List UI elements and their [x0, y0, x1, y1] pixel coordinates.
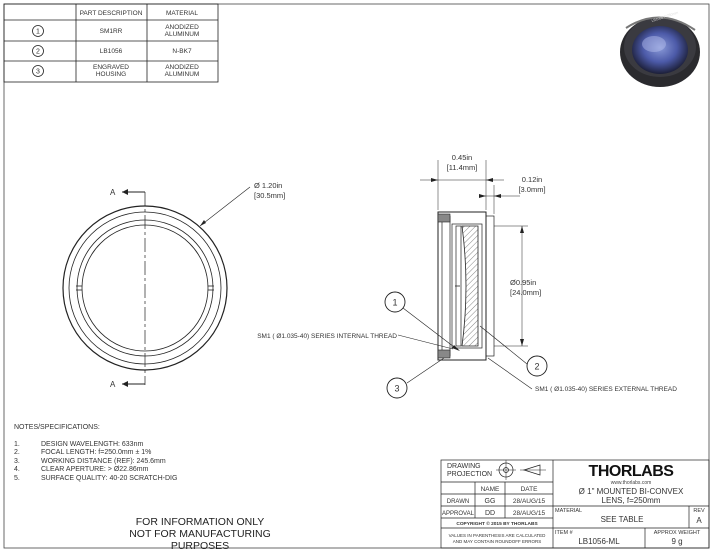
- approval-name: DD: [485, 510, 495, 517]
- drawn-name: GG: [485, 498, 496, 505]
- note-text: CLEAR APERTURE: > Ø22.86mm: [41, 466, 149, 474]
- lip-dim-mm: [3.0mm]: [518, 185, 545, 194]
- table-desc-3a: ENGRAVED: [93, 64, 129, 71]
- table-mat-3a: ANODIZED: [165, 64, 199, 71]
- drawing-projection-1: DRAWING: [447, 463, 481, 470]
- note-num: 3.: [14, 457, 20, 465]
- disclaimer: FOR INFORMATION ONLY NOT FOR MANUFACTURI…: [100, 516, 300, 552]
- disclaimer-line2: NOT FOR MANUFACTURING PURPOSES: [129, 528, 271, 552]
- table-header-material: MATERIAL: [166, 10, 198, 17]
- table-header-description: PART DESCRIPTION: [80, 10, 143, 17]
- approval-label: APPROVAL: [442, 511, 475, 517]
- name-header: NAME: [481, 486, 500, 493]
- drawn-date: 28/AUG/15: [513, 498, 546, 505]
- table-desc-2: LB1056: [100, 48, 123, 55]
- front-diameter-mm: [30.5mm]: [254, 191, 285, 200]
- note-item: 1. DESIGN WAVELENGTH: 633nm: [14, 441, 177, 450]
- note-item: 4. CLEAR APERTURE: > Ø22.86mm: [14, 466, 177, 475]
- material-value: SEE TABLE: [601, 515, 644, 524]
- item-label: ITEM #: [555, 530, 574, 536]
- disclaimer-line1: FOR INFORMATION ONLY: [135, 516, 265, 528]
- front-diameter-in: Ø 1.20in: [254, 181, 282, 190]
- table-mat-3b: ALUMINUM: [165, 71, 200, 78]
- callout-3: 3: [394, 384, 399, 394]
- table-desc-1: SM1RR: [100, 28, 123, 35]
- thorlabs-logo: THORLABS: [589, 463, 675, 480]
- external-thread-note: SM1 ( Ø1.035-40) SERIES EXTERNAL THREAD: [535, 386, 677, 393]
- note-num: 4.: [14, 466, 20, 474]
- width-dim-in: 0.45in: [452, 153, 472, 162]
- drawn-label: DRAWN: [447, 499, 469, 505]
- item-value: LB1056-ML: [578, 537, 620, 546]
- product-render-image: LB1056 f=250mm: [620, 11, 700, 87]
- date-header: DATE: [521, 486, 539, 493]
- table-item-3: 3: [36, 69, 40, 76]
- note-num: 1.: [14, 440, 20, 448]
- values-note-1: VALUES IN PARENTHESIS ARE CALCULATED: [449, 533, 547, 538]
- section-label-bottom: A: [110, 380, 116, 389]
- internal-thread-note: SM1 ( Ø1.035-40) SERIES INTERNAL THREAD: [257, 333, 397, 340]
- note-text: SURFACE QUALITY: 40-20 SCRATCH-DIG: [41, 474, 178, 482]
- section-view: [384, 160, 548, 399]
- table-mat-2: N-BK7: [172, 48, 192, 55]
- drawing-title-line2: LENS, f=250mm: [602, 496, 661, 505]
- item-2-balloon: [32, 45, 44, 57]
- parts-table: [3, 3, 219, 83]
- material-label: MATERIAL: [555, 508, 582, 514]
- thorlabs-website: www.thorlabs.com: [611, 480, 652, 486]
- aperture-dim-mm: [24.0mm]: [510, 288, 541, 297]
- lip-dim-in: 0.12in: [522, 175, 542, 184]
- note-item: 3. WORKING DISTANCE (REF): 245.6mm: [14, 458, 177, 467]
- weight-value: 9 g: [671, 537, 682, 546]
- drawing-projection-2: PROJECTION: [447, 471, 492, 478]
- table-mat-1a: ANODIZED: [165, 24, 199, 31]
- width-dim-mm: [11.4mm]: [447, 163, 478, 172]
- table-item-1: 1: [36, 29, 40, 36]
- rev-label: REV: [693, 508, 705, 514]
- weight-label: APPROX WEIGHT: [654, 530, 701, 536]
- notes-specifications: NOTES/SPECIFICATIONS: 1. DESIGN WAVELENGT…: [14, 424, 177, 484]
- copyright-notice: COPYRIGHT © 2015 BY THORLABS: [456, 520, 538, 527]
- front-view: [62, 186, 251, 387]
- aperture-dim-in: Ø0.95in: [510, 278, 536, 287]
- rev-value: A: [696, 516, 702, 525]
- sheet-border: [3, 3, 710, 549]
- callout-1: 1: [392, 298, 397, 308]
- note-text: FOCAL LENGTH: f=250.0mm ± 1%: [41, 449, 152, 457]
- item-3-balloon: [32, 65, 44, 77]
- values-note-2: AND MAY CONTAIN ROUNDOFF ERRORS: [453, 539, 542, 544]
- drawing-title-line1: Ø 1" MOUNTED BI-CONVEX: [579, 487, 684, 496]
- note-text: WORKING DISTANCE (REF): 245.6mm: [41, 457, 166, 465]
- section-label-top: A: [110, 188, 116, 197]
- approval-date: 28/AUG/15: [513, 510, 546, 517]
- notes-title: NOTES/SPECIFICATIONS:: [14, 424, 100, 431]
- title-block: [440, 459, 710, 549]
- callout-2: 2: [534, 362, 539, 372]
- note-item: 2. FOCAL LENGTH: f=250.0mm ± 1%: [14, 449, 177, 458]
- note-num: 5.: [14, 474, 20, 482]
- table-item-2: 2: [36, 49, 40, 56]
- table-mat-1b: ALUMINUM: [165, 31, 200, 38]
- note-item: 5. SURFACE QUALITY: 40-20 SCRATCH-DIG: [14, 475, 177, 484]
- note-text: DESIGN WAVELENGTH: 633nm: [41, 440, 144, 448]
- item-1-balloon: [32, 25, 44, 37]
- note-num: 2.: [14, 449, 20, 457]
- table-desc-3b: HOUSING: [96, 71, 126, 78]
